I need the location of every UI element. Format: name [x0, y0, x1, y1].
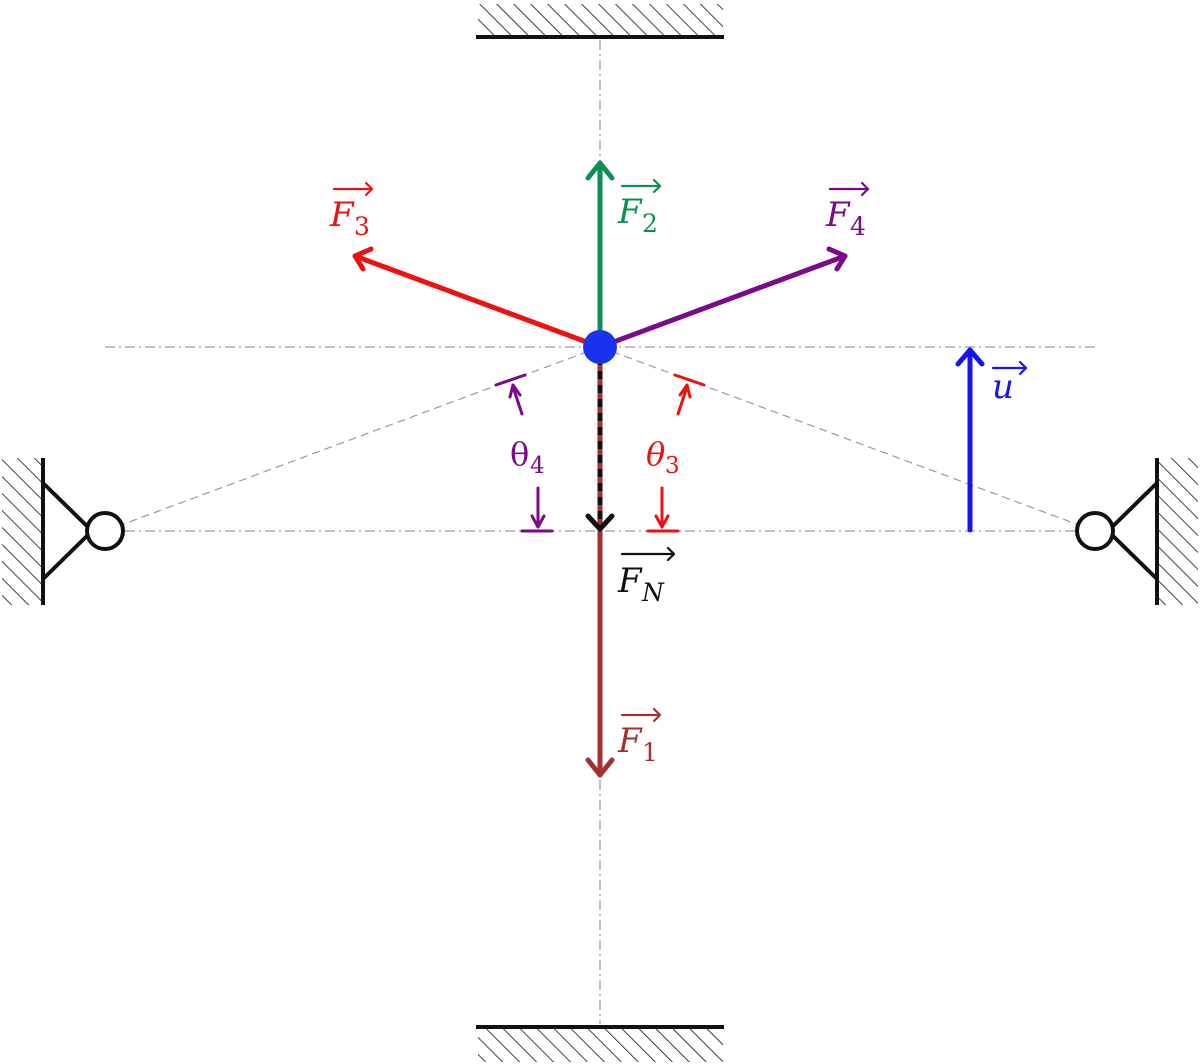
label-fn-overarrow: [620, 546, 676, 562]
label-f1-symbol: F: [617, 721, 643, 761]
theta3-tick-top: [673, 373, 706, 387]
f4-arrowhead: [826, 246, 848, 272]
label-f2-overarrow: [620, 178, 662, 194]
label-theta3-symbol: θ: [646, 435, 665, 473]
vector-f2: [585, 160, 615, 350]
vector-f4: [597, 246, 848, 350]
label-f3-overarrow: [332, 181, 374, 197]
theta4-arrowhead-top: [508, 383, 522, 399]
label-f4-sub: 4: [850, 212, 866, 241]
label-f2-sub: 2: [642, 209, 658, 238]
bottom-fixed-support: [476, 1025, 724, 1062]
theta3-arrowhead-bottom: [654, 514, 670, 529]
label-u-symbol: u: [992, 367, 1014, 407]
theta3-arrow-top: [676, 385, 689, 416]
label-u-overarrow: [991, 360, 1028, 376]
f1-arrowhead: [585, 757, 615, 778]
label-f3-symbol: F: [329, 195, 355, 235]
f3-arrowhead: [352, 246, 374, 272]
theta3-arrowhead-top: [678, 383, 692, 399]
right-support-triangle: [1106, 481, 1159, 581]
label-f3-sub: 3: [354, 212, 370, 241]
f4-shaft: [597, 253, 848, 350]
vector-u: [955, 347, 985, 533]
u-arrowhead: [955, 347, 985, 367]
label-u: u: [991, 360, 1028, 407]
vector-fn: [585, 357, 615, 532]
angle-theta4-dimension: [494, 373, 554, 533]
f3-shaft: [352, 253, 603, 350]
label-fn: F N: [617, 546, 676, 607]
right-hatch: [1158, 458, 1198, 605]
label-theta4: θ 4: [510, 435, 545, 479]
vector-f1: [585, 344, 615, 778]
label-theta4-symbol: θ: [510, 435, 529, 473]
label-f4-symbol: F: [825, 195, 851, 235]
label-f2: F 2: [617, 178, 662, 238]
left-hatch: [2, 458, 42, 605]
label-f2-symbol: F: [617, 192, 643, 232]
label-f4: F 4: [825, 181, 870, 241]
right-pin-circle: [1075, 511, 1115, 551]
label-theta3-sub: 3: [665, 453, 680, 479]
cable-left-guide: [104, 346, 601, 532]
theta4-arrowhead-bottom: [530, 514, 546, 529]
label-f4-overarrow: [828, 181, 870, 197]
angle-theta3-dimension: [646, 373, 706, 533]
label-f3: F 3: [329, 181, 374, 241]
fn-arrowhead: [585, 513, 615, 532]
top-fixed-support: [476, 4, 724, 39]
right-pin-support: [1075, 458, 1198, 605]
top-hatch: [478, 4, 723, 36]
label-f1: F 1: [617, 707, 662, 767]
theta4-arrow-top: [511, 385, 524, 416]
left-pin-support: [2, 458, 125, 605]
left-pin-circle: [85, 511, 125, 551]
central-node: [583, 330, 617, 364]
bottom-hatch: [478, 1028, 723, 1062]
theta4-tick-top: [494, 373, 527, 387]
label-fn-sub: N: [641, 578, 665, 607]
cable-right-guide: [599, 346, 1096, 532]
label-theta4-sub: 4: [530, 453, 545, 479]
f2-arrowhead: [585, 160, 615, 181]
left-support-triangle: [41, 481, 94, 581]
label-f1-sub: 1: [642, 738, 658, 767]
label-f1-overarrow: [620, 707, 662, 723]
label-fn-symbol: F: [617, 561, 643, 601]
label-theta3: θ 3: [646, 435, 680, 479]
vector-f3: [352, 246, 603, 350]
